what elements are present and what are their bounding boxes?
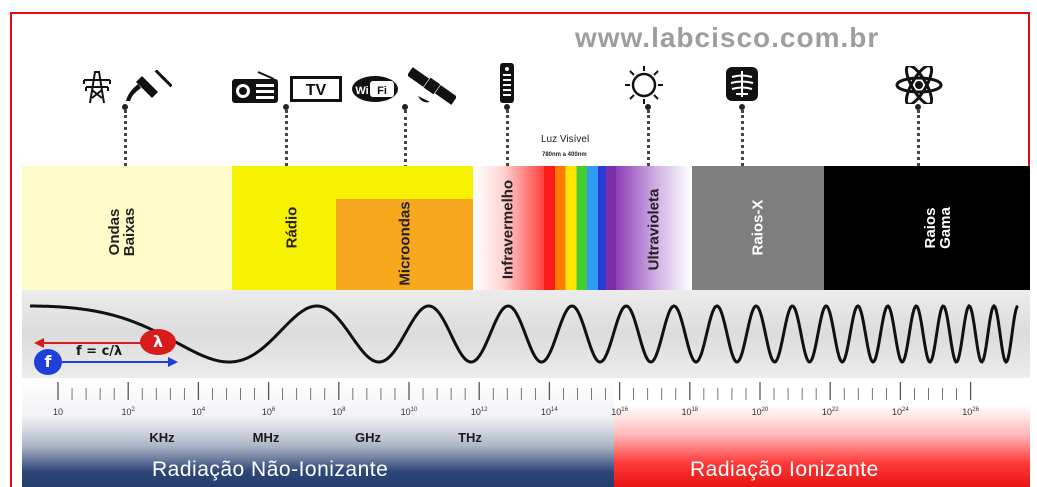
leader-line-infrared [506,110,509,166]
band-ondas-baixas [22,166,232,290]
tick-label: 1012 [470,407,488,417]
watermark-url: www.labcisco.com.br [575,22,880,53]
lambda-arrowhead [34,338,44,348]
plug-icon [126,70,172,101]
luz-visivel-title: Luz Visível [541,134,590,145]
svg-text:Fi: Fi [377,85,387,97]
tv-icon: TV [290,76,342,102]
tick-label: 106 [261,407,276,417]
formula-label: f = c/λ [76,344,123,359]
label-radio: Rádio [283,206,301,249]
power-tower-icon [83,71,111,104]
wave-line [30,303,1019,365]
label-baixas: Baixas [121,207,138,257]
band-ultravioleta [616,166,692,290]
label-ionizing: Radiação Ionizante [690,458,879,481]
label-ondas: Ondas [106,208,123,256]
unit-mhz: MHz [252,430,280,445]
frequency-circle: f [34,349,62,375]
unit-ghz: GHz [355,430,381,445]
label-microondas: Microondas [396,201,414,286]
tick-label: 102 [121,407,135,417]
label-ultravioleta: Ultravioleta [645,188,663,271]
frequency-arrowhead [168,357,178,367]
label-raios: Raios [922,207,939,249]
marker-dot-infrared [504,104,510,110]
tick-label: 10 [52,407,64,417]
tick-label: 1022 [821,407,839,417]
marker-dot-microwave [402,104,408,110]
svg-text:Wi: Wi [355,85,368,97]
tick-label: 1018 [681,407,699,417]
scale-area-left [22,378,614,487]
leader-line-microwave [404,110,407,198]
tick-label: 1026 [962,407,979,417]
tick-label: 1010 [400,407,418,417]
band-microondas [336,199,473,290]
band-infravermelho [473,166,546,290]
label-gama: Gama [937,207,954,249]
wifi-icon: Wi Fi [352,76,398,102]
leader-line-radio [285,110,288,166]
scale-ticks [57,382,972,400]
xray-icon [726,67,758,101]
marker-dot-radio [283,104,289,110]
band-luz-visivel [544,166,616,290]
scale-area-right [614,378,1030,487]
marker-dot-uv [645,104,651,110]
label-raios-x: Raios-X [749,199,767,256]
sun-icon [625,66,663,104]
svg-text:TV: TV [306,82,327,99]
atom-icon [895,66,943,104]
lambda-circle: λ [140,329,176,355]
leader-line-xray [741,110,744,166]
remote-control-icon [500,63,514,103]
leader-line-uv [647,110,650,166]
tick-label: 108 [332,407,346,417]
tick-label: 1024 [892,407,909,417]
leader-line-gamma [917,110,920,166]
marker-dot-gamma [915,104,921,110]
radio-icon [232,71,278,103]
label-ondas-baixas: Ondas Baixas [106,202,138,262]
tick-label: 1014 [541,407,558,417]
leader-line-low [124,110,127,166]
band-raios-x [692,166,824,290]
marker-dot-xray [739,104,745,110]
band-raios-gama [824,166,1030,290]
unit-khz: KHz [149,430,175,445]
wave-svg [30,303,1019,367]
luz-visivel-range: 780nm a 400nm [542,152,587,158]
tick-label: 1020 [751,407,769,417]
label-raios-gama: Raios Gama [922,198,954,258]
tick-label: 1016 [611,407,628,417]
tick-label: 104 [191,407,206,417]
label-non-ionizing: Radiação Não-Ionizante [152,458,389,481]
satellite-icon [408,67,456,105]
label-infravermelho: Infravermelho [499,179,517,280]
unit-thz: THz [458,430,482,445]
marker-dot-low [122,104,128,110]
